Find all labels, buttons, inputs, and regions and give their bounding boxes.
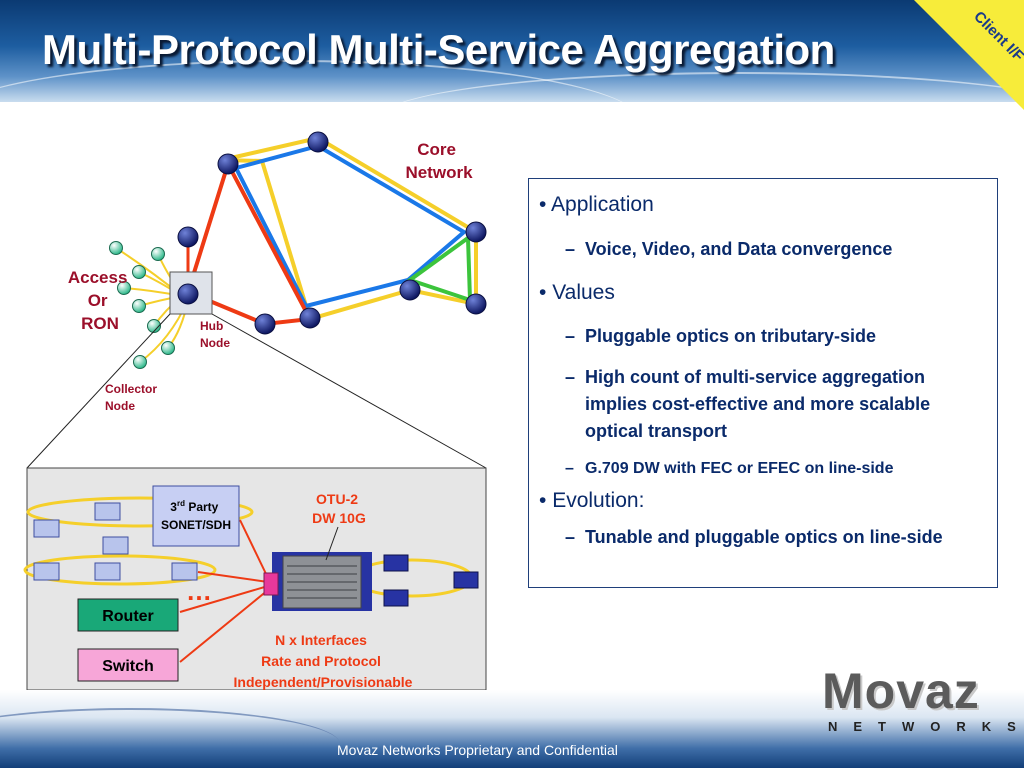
sub-item: –Tunable and pluggable optics on line-si… xyxy=(565,524,955,551)
footer-text: Movaz Networks Proprietary and Confident… xyxy=(337,742,618,758)
otu-pointer xyxy=(325,526,339,561)
router-box xyxy=(77,598,179,632)
network-diagram: Core Network Access Or RON Hub Node Coll… xyxy=(23,131,487,691)
footer-streak xyxy=(0,708,340,768)
remote-nodes xyxy=(383,554,479,607)
zoom-line-left xyxy=(26,313,171,469)
corner-tab xyxy=(914,0,1024,110)
zoom-line-right xyxy=(211,313,487,469)
header-banner: Multi-Protocol Multi-Service Aggregation xyxy=(0,0,1024,102)
sub-item-text: High count of multi-service aggregation … xyxy=(585,367,931,441)
hub-node-label: Hub Node xyxy=(200,319,230,350)
dash: – xyxy=(565,367,576,387)
client-port xyxy=(263,572,279,596)
bullet-values: • Values xyxy=(539,281,615,304)
sub-item-text: Voice, Video, and Data convergence xyxy=(585,239,893,259)
network-nodes xyxy=(177,131,487,335)
interfaces-label: N x Interfaces Rate and Protocol Indepen… xyxy=(234,632,413,690)
third-party-box xyxy=(152,485,240,547)
sub-item-text: Tunable and pluggable optics on line-sid… xyxy=(585,527,943,547)
bullet-title: Application xyxy=(551,193,654,216)
detail-red-links xyxy=(179,519,269,663)
bullet-application: • Application xyxy=(539,193,654,216)
banner-streak xyxy=(0,60,640,102)
access-ron-label: Access Or RON xyxy=(68,268,132,333)
dash: – xyxy=(565,326,576,346)
switch-box xyxy=(77,648,179,682)
ellipsis-label: … xyxy=(186,576,212,606)
bullet-title: Evolution: xyxy=(552,489,645,512)
core-network-label: Core Network xyxy=(405,140,473,182)
third-party-label: 3rd Party SONET/SDH xyxy=(161,499,231,532)
detail-small-boxes xyxy=(33,502,198,581)
router-label: Router xyxy=(102,608,154,625)
sub-item-text: Pluggable optics on tributary-side xyxy=(585,326,877,346)
sub-item: –G.709 DW with FEC or EFEC on line-side xyxy=(565,455,995,482)
detail-rings xyxy=(23,496,474,598)
sub-item-text: G.709 DW with FEC or EFEC on line-side xyxy=(585,460,894,477)
green-ring xyxy=(405,234,473,303)
otu-label: OTU-2 DW 10G xyxy=(312,491,366,526)
sub-item: –Pluggable optics on tributary-side xyxy=(565,323,995,350)
banner-streak xyxy=(380,72,1024,102)
logo-tagline: NETWORKS xyxy=(828,719,1024,734)
bullet-evolution: • Evolution: xyxy=(539,489,645,512)
sub-item: –High count of multi-service aggregation… xyxy=(565,364,985,445)
movaz-logo: Movaz xyxy=(822,663,980,719)
yellow-ring xyxy=(221,135,478,322)
footer-band: Movaz Networks Proprietary and Confident… xyxy=(0,690,1024,768)
blue-ring xyxy=(233,143,468,309)
bullet-title: Values xyxy=(552,281,615,304)
chassis-slots xyxy=(287,565,357,599)
switch-label: Switch xyxy=(102,658,154,675)
dash: – xyxy=(565,527,576,547)
slide-title: Multi-Protocol Multi-Service Aggregation xyxy=(42,26,835,73)
collector-node-label: Collector Node xyxy=(105,382,160,413)
collector-nodes xyxy=(109,241,175,369)
info-box: • Application –Voice, Video, and Data co… xyxy=(528,178,998,588)
dash: – xyxy=(565,460,574,477)
sub-item: –Voice, Video, and Data convergence xyxy=(565,236,995,263)
dash: – xyxy=(565,239,576,259)
